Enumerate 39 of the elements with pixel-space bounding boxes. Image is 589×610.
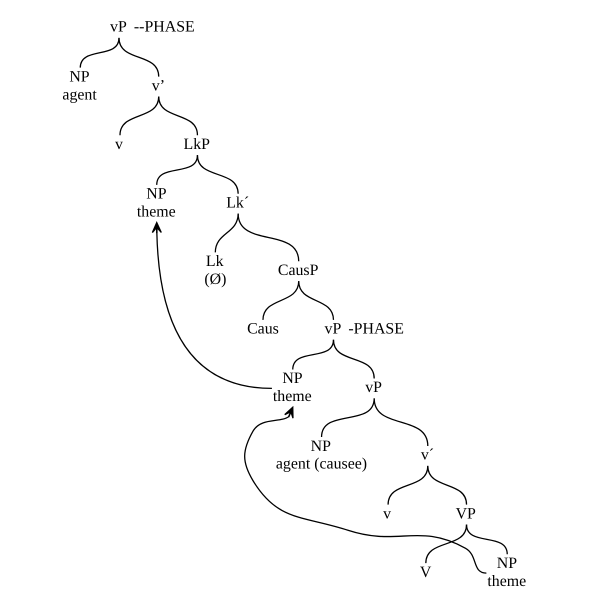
connector <box>298 281 334 320</box>
connector <box>262 281 300 320</box>
connector <box>374 398 428 446</box>
arrow <box>152 222 272 390</box>
connector <box>292 340 334 370</box>
connector <box>238 214 300 262</box>
connector <box>466 524 508 554</box>
connector <box>387 466 428 505</box>
node-text: v <box>115 136 123 153</box>
connector <box>196 154 239 194</box>
node-text: NP theme <box>487 554 526 590</box>
connector <box>425 524 468 564</box>
connector <box>118 38 160 77</box>
node-text: NP agent (causee) <box>276 438 368 473</box>
node-text: Lk´ <box>226 194 250 212</box>
node-label: -PHASE <box>348 320 404 338</box>
node-label: --PHASE <box>134 18 195 36</box>
node-text: NP theme <box>272 370 312 406</box>
node-text: NP agent <box>62 68 97 104</box>
node-text: VP <box>456 505 476 522</box>
node-text: CausP <box>278 262 318 280</box>
connector <box>80 38 120 68</box>
node-text: LkP <box>184 136 210 153</box>
connector <box>119 96 160 136</box>
node-text: v´ <box>420 446 434 464</box>
node-text: vP <box>324 320 342 338</box>
connector <box>427 466 468 505</box>
node-text: vP <box>110 18 127 36</box>
node-text: NP theme <box>136 186 176 220</box>
connector <box>156 154 198 185</box>
node-text: vP <box>365 379 382 396</box>
node-text: Lk (Ø) <box>204 253 226 288</box>
node-text: V <box>420 564 432 581</box>
arrow <box>244 406 486 574</box>
connector <box>158 96 198 136</box>
node-text: Caus <box>247 320 279 338</box>
node-text: v <box>383 505 392 522</box>
node-text: v’ <box>152 77 165 94</box>
connector <box>332 340 375 379</box>
